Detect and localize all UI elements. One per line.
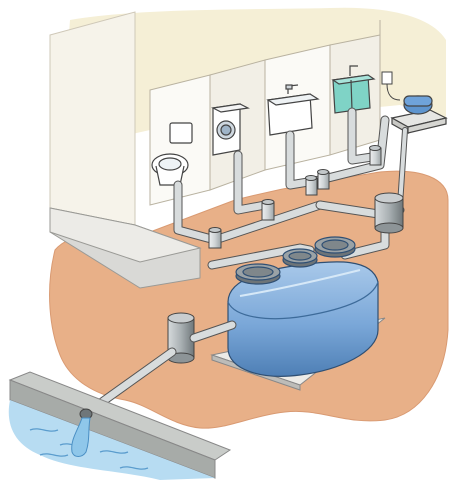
- front-wall: [50, 12, 135, 225]
- riser-4: [318, 170, 330, 190]
- riser-3: [306, 176, 318, 196]
- manhole-cover-2: [283, 249, 317, 267]
- riser-2: [262, 200, 274, 221]
- manhole-cover-3: [315, 237, 355, 257]
- wall-outlet-icon: [382, 72, 392, 84]
- riser-5: [370, 146, 382, 166]
- riser-large-right: [375, 193, 403, 233]
- manhole-cover-1: [236, 264, 280, 284]
- riser-1: [209, 228, 221, 249]
